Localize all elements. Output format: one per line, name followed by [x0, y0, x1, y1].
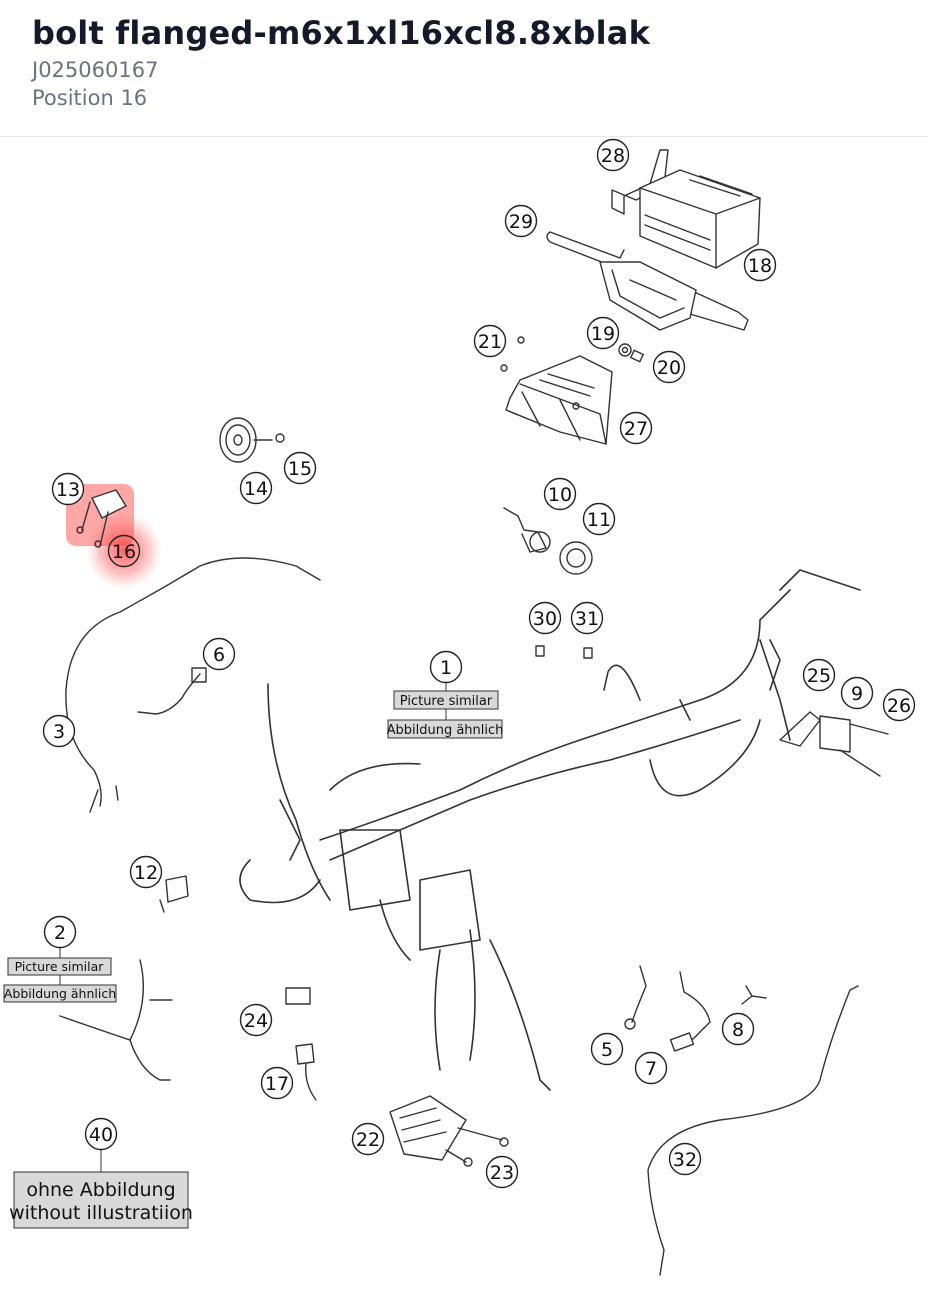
picture-similar-label-1: Picture similar	[400, 694, 493, 709]
svg-text:5: 5	[601, 1039, 613, 1061]
svg-text:32: 32	[673, 1149, 697, 1171]
callout-13[interactable]: 13	[51, 472, 85, 506]
svg-text:18: 18	[748, 255, 772, 277]
callout-5[interactable]: 5	[590, 1032, 624, 1066]
svg-text:12: 12	[134, 862, 158, 884]
svg-text:9: 9	[851, 683, 863, 705]
callout-18[interactable]: 18	[743, 248, 777, 282]
callout-11[interactable]: 11	[582, 502, 616, 536]
svg-text:19: 19	[591, 323, 615, 345]
main-harness-part	[239, 569, 861, 1091]
svg-text:16: 16	[112, 541, 136, 563]
svg-text:10: 10	[548, 484, 572, 506]
callout-27[interactable]: 27	[619, 411, 653, 445]
abbildung-label-2: Abbildung ähnlich	[4, 986, 116, 1001]
svg-text:20: 20	[657, 357, 681, 379]
callout-10[interactable]: 10	[543, 477, 577, 511]
svg-text:2: 2	[54, 922, 66, 944]
callout-7[interactable]: 7	[634, 1051, 668, 1085]
svg-text:25: 25	[807, 665, 831, 687]
callout-16-highlighted[interactable]: 16	[107, 534, 141, 568]
picture-similar-note-1: Picture similar Abbildung ähnlich	[387, 683, 504, 739]
svg-text:15: 15	[288, 458, 312, 480]
svg-text:24: 24	[244, 1010, 268, 1032]
svg-text:21: 21	[478, 331, 502, 353]
callout-20[interactable]: 20	[652, 350, 686, 384]
svg-text:6: 6	[213, 644, 225, 666]
no-illustration-note: ohne Abbildung without illustratiion	[9, 1150, 193, 1229]
svg-text:40: 40	[89, 1124, 113, 1146]
callout-26[interactable]: 26	[882, 688, 916, 722]
svg-text:7: 7	[645, 1058, 657, 1080]
callout-32[interactable]: 32	[668, 1142, 702, 1176]
svg-text:17: 17	[265, 1073, 289, 1095]
svg-text:1: 1	[440, 657, 452, 679]
abbildung-label-1: Abbildung ähnlich	[387, 723, 504, 738]
svg-text:23: 23	[490, 1162, 514, 1184]
svg-text:28: 28	[601, 145, 625, 167]
ecu-bracket-part	[611, 149, 761, 269]
part-header: bolt flanged-m6x1xl16xcl8.8xblak J025060…	[0, 0, 928, 137]
svg-text:31: 31	[575, 608, 599, 630]
without-illustration-label: without illustratiion	[9, 1202, 193, 1224]
callout-31[interactable]: 31	[570, 601, 604, 635]
svg-text:14: 14	[244, 478, 268, 500]
callout-12[interactable]: 12	[129, 855, 163, 889]
callout-3[interactable]: 3	[42, 714, 76, 748]
exploded-parts-diagram: Picture similar Abbildung ähnlich Pictur…	[0, 138, 928, 1290]
svg-text:30: 30	[533, 608, 557, 630]
callout-17[interactable]: 17	[260, 1066, 294, 1100]
callout-22[interactable]: 22	[351, 1122, 385, 1156]
callout-23[interactable]: 23	[485, 1155, 519, 1189]
callout-14[interactable]: 14	[239, 471, 273, 505]
svg-text:13: 13	[56, 479, 80, 501]
wiring-harness-drawing: Picture similar Abbildung ähnlich Pictur…	[3, 138, 916, 1276]
svg-text:3: 3	[53, 721, 65, 743]
callout-19[interactable]: 19	[586, 316, 620, 350]
battery-tray-part	[546, 231, 749, 331]
callout-24[interactable]: 24	[239, 1003, 273, 1037]
callout-15[interactable]: 15	[283, 451, 317, 485]
part-number: J025060167	[32, 58, 159, 82]
svg-text:22: 22	[356, 1129, 380, 1151]
callout-9[interactable]: 9	[840, 676, 874, 710]
ohne-abbildung-label: ohne Abbildung	[26, 1179, 175, 1201]
callout-6[interactable]: 6	[202, 637, 236, 671]
picture-similar-label-2: Picture similar	[15, 959, 105, 974]
svg-text:11: 11	[587, 509, 611, 531]
callout-29[interactable]: 29	[504, 204, 538, 238]
svg-text:27: 27	[624, 418, 648, 440]
picture-similar-note-2: Picture similar Abbildung ähnlich	[3, 948, 117, 1003]
callout-25[interactable]: 25	[802, 658, 836, 692]
callout-1[interactable]: 1	[429, 650, 463, 684]
callout-40[interactable]: 40	[84, 1117, 118, 1151]
mounting-plate-part	[76, 489, 127, 548]
callout-8[interactable]: 8	[721, 1012, 755, 1046]
horn-part	[219, 417, 285, 463]
callout-2[interactable]: 2	[43, 915, 77, 949]
part-title: bolt flanged-m6x1xl16xcl8.8xblak	[32, 14, 651, 52]
callout-21[interactable]: 21	[473, 324, 507, 358]
callout-30[interactable]: 30	[528, 601, 562, 635]
part-position: Position 16	[32, 86, 148, 110]
svg-text:8: 8	[732, 1019, 744, 1041]
svg-text:29: 29	[509, 211, 533, 233]
svg-text:26: 26	[887, 695, 911, 717]
callout-28[interactable]: 28	[596, 138, 630, 172]
